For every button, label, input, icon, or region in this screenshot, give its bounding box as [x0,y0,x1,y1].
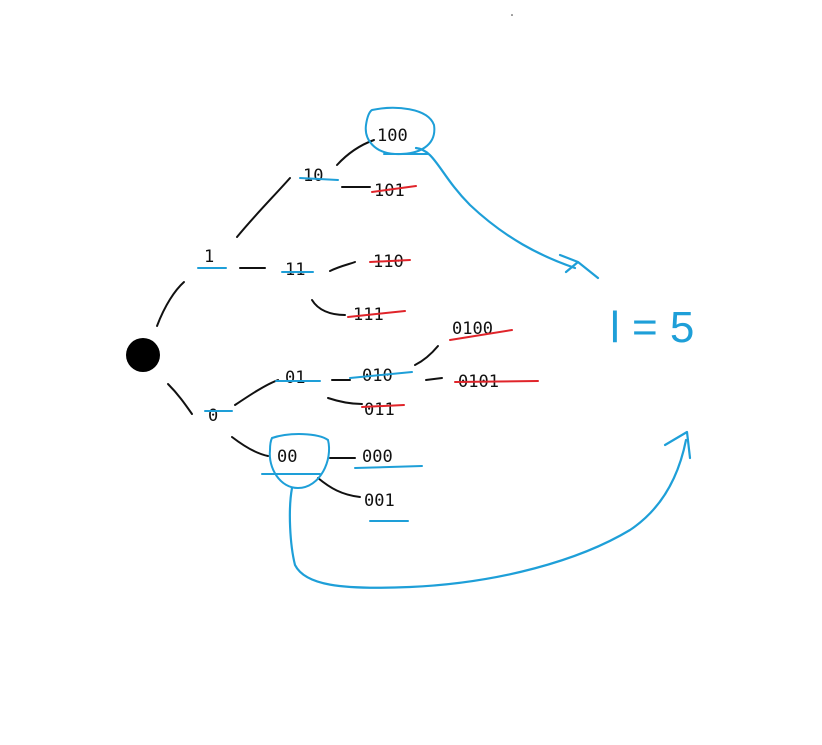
edge-00-001 [317,477,361,498]
node-label-000: 000 [362,447,393,467]
edge-11-110 [329,261,356,272]
node-label-100: 100 [377,126,408,146]
node-label-00: 00 [277,447,297,467]
edge-010-0101 [425,377,443,381]
arrow-from-100-head [558,253,600,280]
mark-underline-010 [349,371,413,379]
mark-strike-110 [369,259,411,263]
arrows [288,146,692,589]
mark-strike-111 [347,310,406,318]
blue-marks [197,153,429,522]
edge-root-0 [167,383,193,415]
mark-underline-000 [354,465,423,469]
mark-strike-011 [361,404,405,408]
mark-underline-10 [299,177,339,181]
mark-strike-101 [371,185,417,193]
edge-1-10 [236,177,291,238]
edge-010-0100 [414,345,439,366]
mark-circle-100 [364,106,436,156]
edge-root-1 [156,281,185,327]
result-label: l = 5 [610,303,694,352]
edge-11-111 [311,299,346,316]
ink-speck [511,14,513,16]
edge-01-011 [327,397,363,405]
arrow-from-00-path [288,438,688,589]
node-label-01: 01 [285,368,305,388]
node-label-001: 001 [364,491,395,511]
mark-circle-00 [268,433,331,490]
mark-strike-0101 [454,380,539,383]
node-label-1: 1 [204,247,214,267]
red-marks [347,185,539,408]
edge-10-100 [336,139,375,166]
root-node [126,338,160,372]
edge-0-00 [231,436,269,457]
tree-edges [156,139,443,498]
node-label-10: 10 [303,166,323,186]
blue-circles [268,106,436,490]
node-label-011: 011 [364,400,395,420]
node-label-101: 101 [374,181,405,201]
arrow-from-100-path [414,146,577,270]
node-label-11: 11 [285,260,305,280]
mark-strike-0100 [449,329,513,341]
edge-0-01 [234,379,279,406]
node-labels: 1 0 10 11 01 00 100 101 110 111 010 011 … [204,126,499,511]
node-label-0: 0 [208,406,218,426]
arrow-from-00-head [663,430,692,460]
